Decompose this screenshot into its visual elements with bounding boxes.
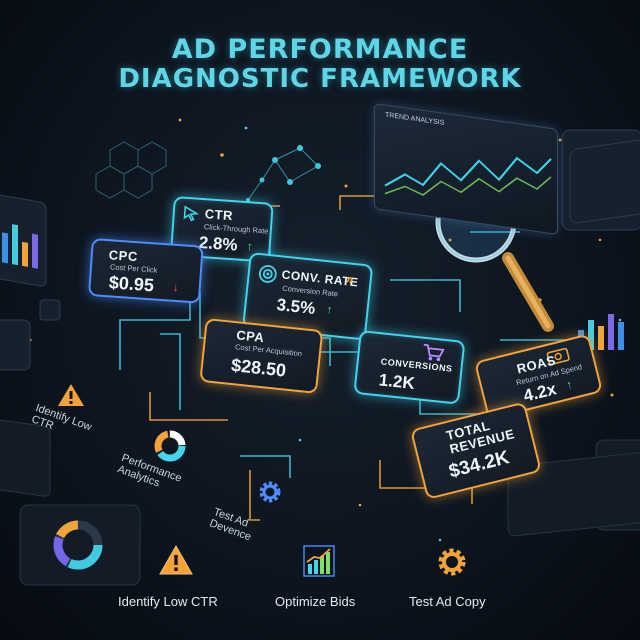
hexagon-network-icon bbox=[95, 141, 167, 199]
bar-growth-icon bbox=[303, 545, 335, 577]
target-icon bbox=[258, 265, 277, 283]
roas-trend-up-icon: ↑ bbox=[564, 377, 574, 393]
action-optimize-bids: Optimize Bids bbox=[275, 594, 356, 609]
gear-icon bbox=[438, 548, 466, 576]
trend-chart bbox=[384, 156, 552, 196]
donut-panel bbox=[19, 504, 141, 586]
warning-icon bbox=[159, 544, 193, 575]
action-test-ad-copy: Test Ad Copy bbox=[409, 594, 486, 609]
roas-card[interactable]: ROAS Return on Ad Spend 4.2x ↑ bbox=[474, 333, 604, 421]
money-icon bbox=[546, 347, 570, 366]
cpc-card[interactable]: CPC Cost Per Click $0.95 ↓ bbox=[87, 238, 204, 304]
ctr-trend-up-icon: ↑ bbox=[246, 239, 254, 254]
conversions-value: 1.2K bbox=[377, 370, 416, 393]
warning-icon bbox=[58, 384, 84, 406]
total-revenue-label: TOTAL REVENUE bbox=[444, 417, 517, 457]
trend-analysis-panel: TREND ANALYSIS bbox=[374, 103, 558, 235]
performance-donut-icon bbox=[154, 430, 186, 462]
action-identify-low-ctr: Identify Low CTR bbox=[118, 594, 218, 609]
conversions-card[interactable]: CONVERSIONS 1.2K bbox=[353, 330, 466, 405]
title-line-1: AD PERFORMANCE bbox=[171, 34, 469, 65]
cpc-value: $0.95 bbox=[108, 272, 155, 296]
conv-rate-trend-up-icon: ↑ bbox=[325, 302, 334, 317]
network-nodes bbox=[246, 145, 321, 202]
fast-forward-icon: » bbox=[344, 270, 355, 287]
cpa-card[interactable]: CPA Cost Per Acquisition $28.50 bbox=[199, 318, 324, 394]
ctr-label: CTR bbox=[204, 206, 234, 224]
ctr-card[interactable]: CTR Click-Through Rate 2.8% ↑ bbox=[169, 196, 274, 263]
ctr-value: 2.8% bbox=[198, 232, 239, 255]
conv-rate-card[interactable]: CONV. RATE » Conversion Rate 3.5% ↑ bbox=[242, 252, 374, 341]
cpa-value: $28.50 bbox=[230, 354, 288, 381]
title-line-2: DIAGNOSTIC FRAMEWORK bbox=[118, 64, 522, 94]
conv-rate-value: 3.5% bbox=[275, 295, 317, 319]
right-dashboard-panel bbox=[507, 129, 640, 537]
cursor-icon bbox=[183, 205, 200, 222]
gear-icon bbox=[259, 481, 281, 503]
shopping-cart-icon bbox=[423, 343, 445, 362]
cpc-trend-down-icon: ↓ bbox=[172, 279, 180, 295]
left-dashboard-panel bbox=[0, 191, 61, 497]
